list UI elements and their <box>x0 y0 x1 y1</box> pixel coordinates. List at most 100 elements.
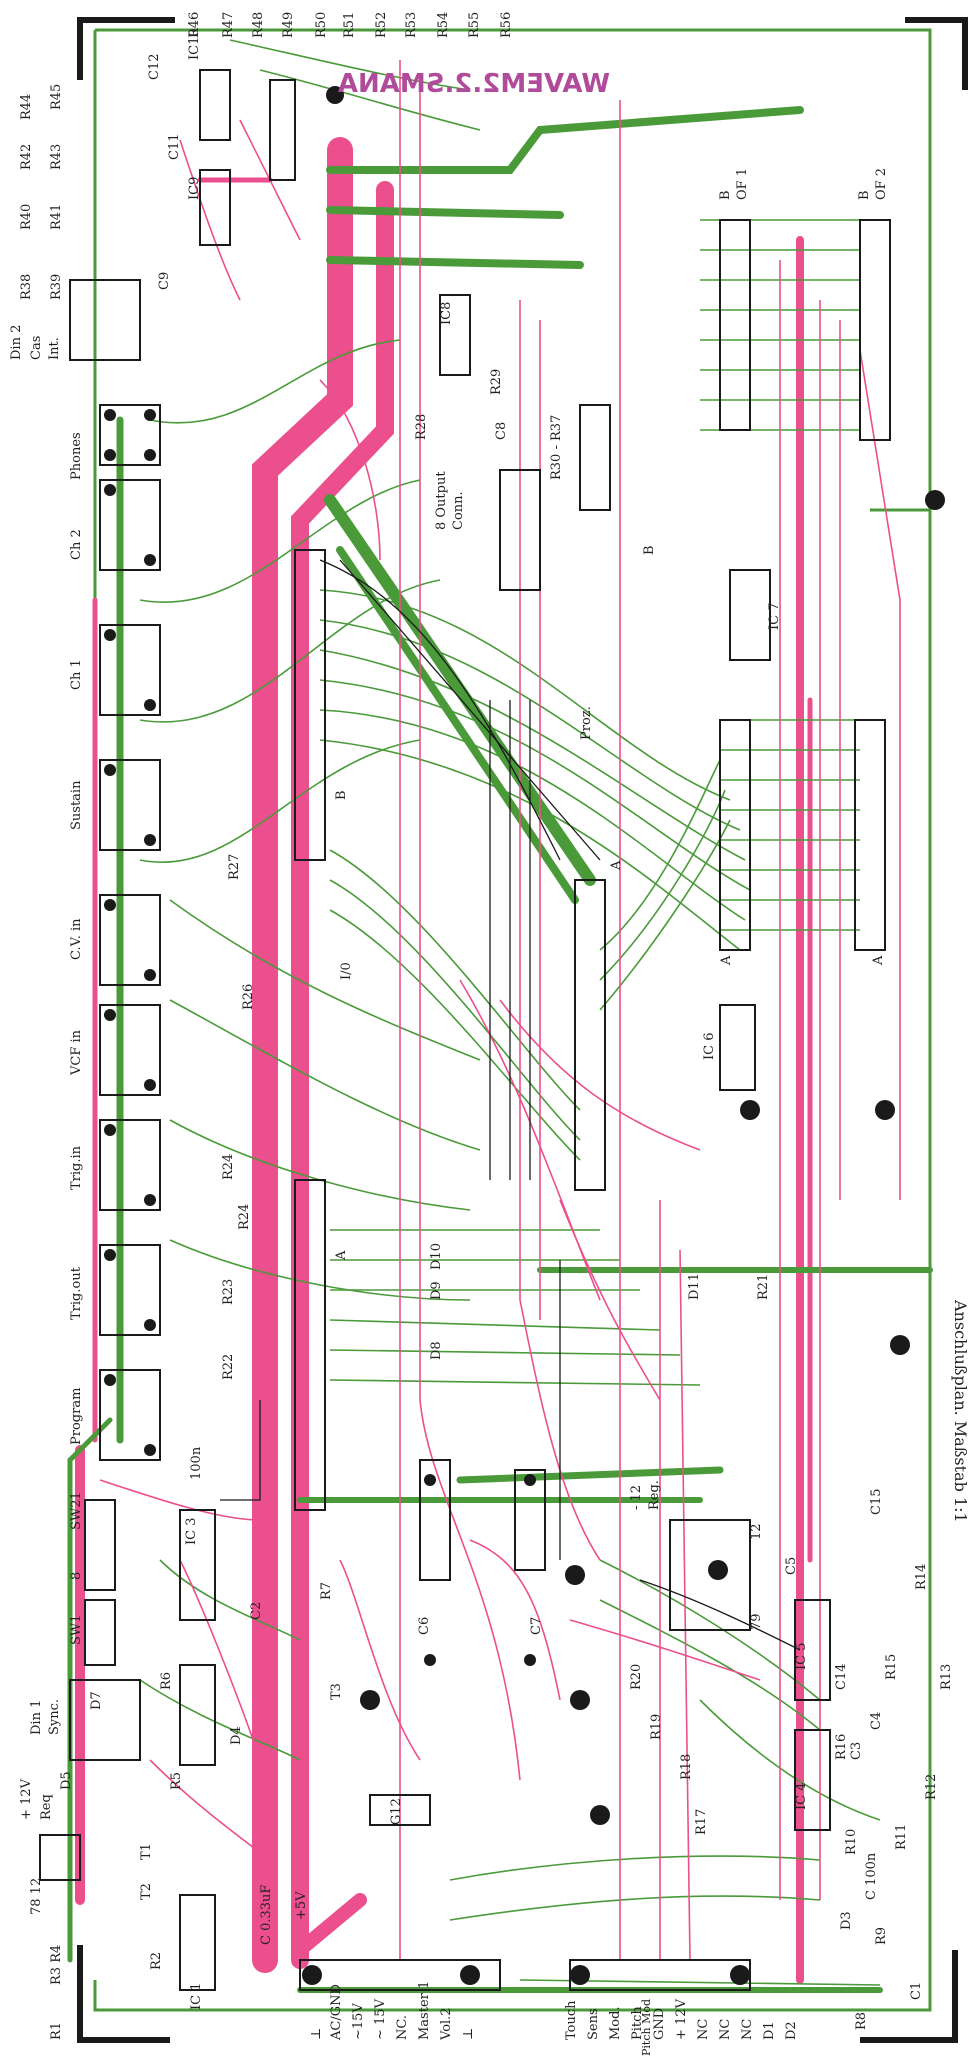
pink-power-rails <box>75 137 813 1984</box>
label-r5: R5 <box>169 1772 184 1790</box>
label-r20: R20 <box>629 1664 644 1690</box>
label-r17: R17 <box>694 1809 709 1835</box>
label-top-resistor: R53 <box>404 12 419 38</box>
label-c7: C7 <box>529 1617 544 1635</box>
jack-trig-in <box>99 1119 161 1211</box>
label-r27: R27 <box>227 854 242 880</box>
label-c3: C3 <box>849 1742 864 1760</box>
label-r26: R26 <box>241 984 256 1010</box>
ic3 <box>179 1509 216 1621</box>
label-nc1: NC <box>696 2019 711 2040</box>
label-r18: R18 <box>679 1754 694 1780</box>
ic4 <box>794 1729 831 1831</box>
label-gnd2: ⊥ <box>461 2028 476 2040</box>
label-d1: D1 <box>762 2021 777 2040</box>
reg-79-12 <box>669 1519 751 1631</box>
corner-top-left <box>77 17 175 80</box>
label-r8: R8 <box>854 2012 869 2030</box>
label-sustain: Sustain <box>69 780 84 830</box>
label-r6: R6 <box>159 1672 174 1690</box>
label-c5: C5 <box>784 1557 799 1575</box>
label-r45: R45 <box>49 84 64 110</box>
din2-socket <box>69 279 141 361</box>
label-c6: C6 <box>417 1617 432 1635</box>
label-nc: NC. <box>395 2015 410 2040</box>
ic8 <box>439 294 471 376</box>
label-trig-out: Trig.out <box>69 1266 84 1320</box>
jack-sustain <box>99 759 161 851</box>
label-r40: R40 <box>19 204 34 230</box>
sw2 <box>84 1499 116 1591</box>
green-outline <box>93 28 932 2012</box>
label-r24-b: R24 <box>237 1204 252 1230</box>
label-cap100n: 100n <box>189 1446 204 1480</box>
label-minus12: - 12 <box>629 1485 644 1510</box>
label-r43: R43 <box>49 144 64 170</box>
label-ic3: IC 3 <box>184 1518 199 1546</box>
label-io: I/0 <box>339 962 354 980</box>
label-r78-12: 78 12 <box>29 1878 44 1915</box>
ic9 <box>199 169 231 246</box>
label-mod: Mod. <box>608 2006 623 2040</box>
label-r28: R28 <box>414 414 429 440</box>
label-r38: R38 <box>19 274 34 300</box>
label-r10: R10 <box>844 1829 859 1855</box>
corner-bottom-left <box>77 1945 170 2043</box>
corner-marks <box>77 17 968 2043</box>
label-d4: D4 <box>229 1726 244 1745</box>
label-c9: C9 <box>157 272 172 290</box>
label-c4: C4 <box>869 1712 884 1730</box>
label-sync: Sync. <box>47 1699 62 1735</box>
label-d8: D8 <box>429 1341 444 1360</box>
label-ic7: IC 7 <box>767 603 782 631</box>
label-bus-a-io: A <box>334 1250 349 1261</box>
label-ic4: IC 4 <box>794 1783 809 1811</box>
label-sw2: SW2 <box>69 1499 84 1530</box>
io-connector-a <box>294 1179 326 1511</box>
label-r29: R29 <box>489 369 504 395</box>
label-ac-gnd: AC/GND <box>329 1984 344 2041</box>
label-r3r4: R3 R4 <box>49 1945 64 1985</box>
pads <box>104 86 945 1985</box>
label-bus-a-right: A <box>871 955 886 966</box>
din1-socket <box>69 1679 141 1761</box>
label-v12: + 12V <box>19 1778 34 1820</box>
dark-signal-traces <box>220 559 801 1651</box>
label-sens: Sens <box>586 2008 601 2040</box>
corner-bottom-right <box>860 1950 958 2043</box>
cap-c7 <box>514 1469 546 1571</box>
pink-signal-traces <box>99 60 901 1961</box>
label-ch1: Ch 1 <box>69 659 84 690</box>
label-top-resistor: R46 <box>187 12 202 38</box>
label-b-of1-of: OF 1 <box>735 168 750 200</box>
label-c8: C8 <box>494 422 509 440</box>
right-caption: Anschlußplan. Maßstab 1:1 <box>951 1299 970 1523</box>
label-bus-a-left: A <box>719 955 734 966</box>
label-c2: C2 <box>249 1602 264 1620</box>
label-master1: Master 1 <box>417 1981 432 2040</box>
label-int: Int. <box>47 337 62 360</box>
cap-c6 <box>419 1459 451 1581</box>
label-ic6: IC 6 <box>702 1033 717 1061</box>
label-r13: R13 <box>939 1664 954 1690</box>
label-p12v: + 12V <box>674 1998 689 2040</box>
label-vcf-in: VCF in <box>69 1029 84 1076</box>
label-c1: C1 <box>909 1982 924 2000</box>
label-t1: T1 <box>139 1843 154 1860</box>
label-nc2: NC <box>718 2019 733 2040</box>
label-p15v: ~ 15V <box>373 1998 388 2040</box>
label-g12: G12 <box>389 1798 404 1825</box>
label-ic1: IC 1 <box>189 1983 204 2011</box>
label-r23: R23 <box>221 1279 236 1305</box>
label-b-of2-of: OF 2 <box>874 168 889 200</box>
label-reg79: 79 <box>749 1613 764 1630</box>
label-r44: R44 <box>19 94 34 120</box>
ic6 <box>719 1004 756 1091</box>
label-bus-a-proz: A <box>609 860 624 871</box>
connector-power <box>299 1959 501 1991</box>
label-d2: D2 <box>784 2021 799 2040</box>
chip-a-right <box>854 719 886 951</box>
ic10 <box>199 69 231 141</box>
label-trig-in: Trig.in <box>69 1145 84 1190</box>
label-gnd-sym: ⊥ <box>309 2028 324 2040</box>
